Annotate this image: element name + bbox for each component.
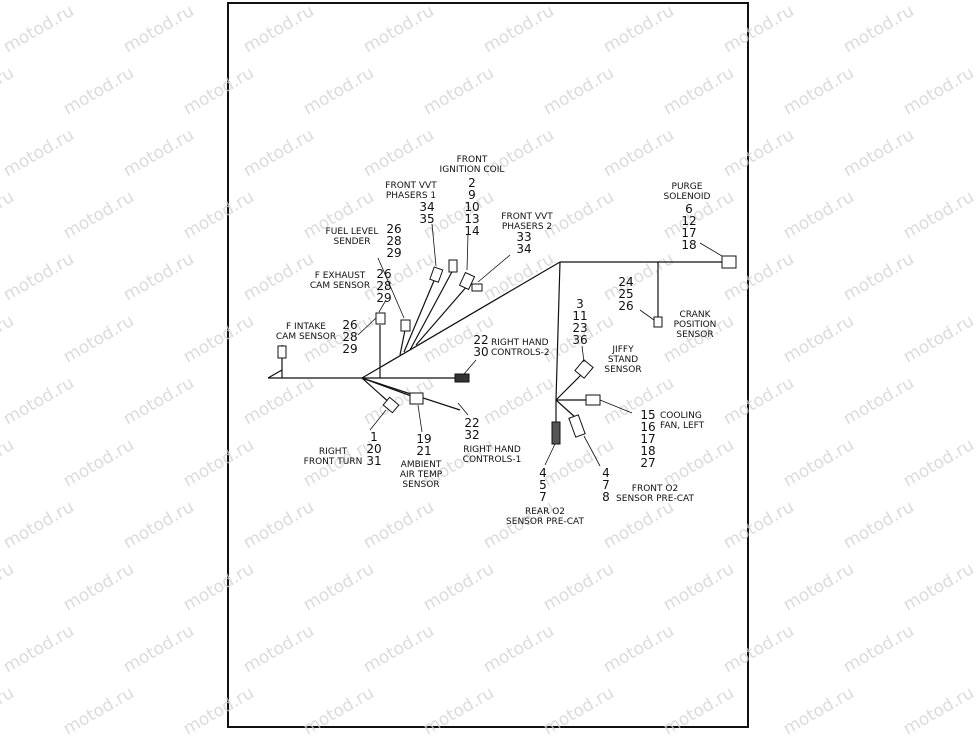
leader-lines	[357, 223, 723, 467]
connector-jiffy-stand	[574, 359, 594, 379]
trunk-diagonal	[361, 261, 561, 379]
label-f-exhaust-cam-sensor: F EXHAUST CAM SENSOR	[309, 271, 371, 291]
label-front-vvt-phasers-2: FRONT VVT PHASERS 2	[501, 212, 553, 232]
label-cooling-fan-left: COOLING FAN, LEFT	[660, 411, 705, 431]
leader-ambient	[417, 404, 423, 433]
leader-purge	[699, 242, 723, 257]
leader-crank	[639, 309, 655, 321]
trunk-vertical	[555, 261, 561, 401]
connector-vvt-1	[429, 266, 444, 283]
leader-right-front-turn	[369, 409, 387, 431]
label-front-o2-sensor-pre-cat: FRONT O2 SENSOR PRE-CAT	[616, 484, 694, 504]
leader-intake-hint	[357, 317, 377, 336]
connector-ambient-air-temp	[409, 392, 424, 405]
leader-rhc-1	[457, 402, 469, 416]
label-right-hand-controls-1: RIGHT HAND CONTROLS-1	[462, 445, 522, 465]
connector-f-exhaust-cam	[375, 312, 386, 325]
label-front-ignition-coil: FRONT IGNITION COIL	[439, 155, 505, 175]
branch-coil-a	[409, 267, 455, 351]
label-fuel-level-sender: FUEL LEVEL SENDER	[325, 227, 379, 247]
connector-purge-solenoid	[721, 255, 737, 269]
branch-fuel-level	[399, 329, 406, 356]
diagram-sheet	[227, 2, 749, 728]
connector-vvt-2	[458, 271, 476, 291]
label-ambient-air-temp-sensor: AMBIENT AIR TEMP SENSOR	[399, 460, 443, 490]
branch-coil-b	[415, 284, 469, 346]
label-f-intake-cam-sensor: F INTAKE CAM SENSOR	[275, 322, 337, 342]
branch-front-o2	[555, 399, 577, 419]
leader-rhc-2	[463, 359, 477, 375]
leader-cooling-fan	[599, 399, 633, 414]
branch-intake-stub	[267, 369, 283, 379]
label-right-front-turn: RIGHT FRONT TURN	[303, 447, 363, 467]
connector-fuel-level	[400, 319, 411, 332]
harness-lines	[267, 261, 722, 425]
label-front-vvt-phasers-1: FRONT VVT PHASERS 1	[385, 181, 437, 201]
label-rear-o2-sensor-pre-cat: REAR O2 SENSOR PRE-CAT	[506, 507, 584, 527]
connector-vvt-2-b	[471, 283, 483, 292]
connector-cooling-fan	[585, 394, 601, 406]
leader-jiffy	[581, 345, 585, 363]
label-purge-solenoid: PURGE SOLENOID	[663, 182, 711, 202]
leader-fuel-level	[377, 257, 405, 319]
label-right-hand-controls-2: RIGHT HAND CONTROLS-2	[491, 338, 550, 358]
label-crank-position-sensor: CRANK POSITION SENSOR	[673, 310, 717, 340]
leader-vvt-1	[431, 223, 437, 267]
leader-vvt-2	[477, 254, 511, 283]
connector-f-intake-cam	[277, 345, 287, 359]
connectors	[277, 255, 737, 445]
branch-jiffy	[555, 371, 585, 401]
branch-vvt-1	[403, 275, 437, 353]
connector-right-front-turn	[382, 396, 400, 414]
connector-rhc-2	[454, 373, 470, 383]
connector-ignition-coil	[448, 259, 458, 273]
leader-front-o2	[583, 435, 601, 467]
leader-ignition-coil	[466, 233, 469, 271]
connector-front-o2	[568, 414, 586, 438]
label-jiffy-stand-sensor: JIFFY STAND SENSOR	[604, 345, 642, 375]
leader-rear-o2	[544, 443, 556, 466]
leader-exhaust-cam	[378, 299, 387, 313]
connector-rear-o2	[551, 421, 561, 445]
connector-crank-position	[653, 316, 663, 328]
